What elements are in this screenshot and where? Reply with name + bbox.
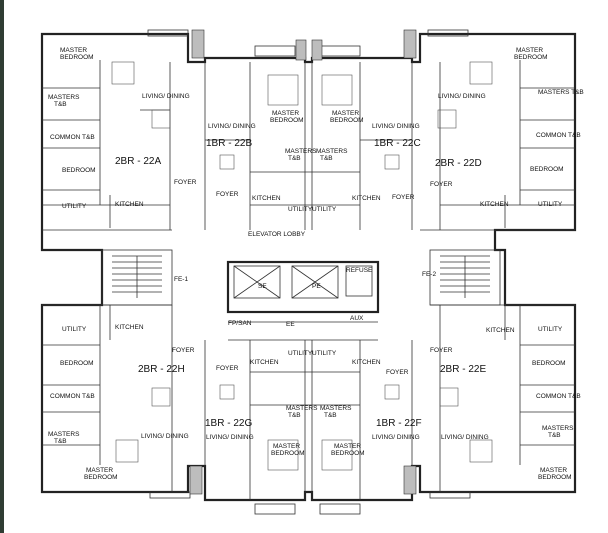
label-masters-tb-g1: MASTERS [286,405,318,412]
label-masters-tb-b1: MASTERS [285,148,317,155]
label-kitchen-e: KITCHEN [486,327,515,334]
label-foyer-h: FOYER [172,347,195,354]
label-utility-d: UTILITY [538,201,563,208]
label-bedroom-h: BEDROOM [60,360,94,367]
unit-1br-22b: 1BR - 22B [206,138,252,149]
label-master-bedroom-g2: BEDROOM [271,450,305,457]
label-common-tb-h: COMMON T&B [50,393,95,400]
unit-2br-22a: 2BR - 22A [115,156,161,167]
dining-sets [111,61,493,471]
label-utility-e: UTILITY [538,326,563,333]
label-masters-tb-d: MASTERS T&B [538,89,584,96]
label-elevator-lobby: ELEVATOR LOBBY [248,231,306,238]
label-fp-san: FP/SAN [228,320,252,327]
label-foyer-c: FOYER [392,194,415,201]
label-master-bedroom-a2: BEDROOM [60,54,94,61]
label-foyer-d: FOYER [430,181,453,188]
label-master-bedroom-b1: MASTER [272,110,299,117]
label-living-dining-d: LIVING/ DINING [438,93,486,100]
label-living-dining-c: LIVING/ DINING [372,123,420,130]
label-foyer-g: FOYER [216,365,239,372]
label-master-bedroom-g1: MASTER [273,443,300,450]
label-masters-tb-f1: MASTERS [320,405,352,412]
label-utility-b: UTILITY [288,206,313,213]
label-utility-h: UTILITY [62,326,87,333]
label-common-tb-a: COMMON T&B [50,134,95,141]
label-master-bedroom-f1: MASTER [334,443,361,450]
label-masters-tb-a2: T&B [54,101,67,108]
label-living-dining-f: LIVING/ DINING [372,434,420,441]
unit-1br-22g: 1BR - 22G [205,418,252,429]
label-living-dining-h: LIVING/ DINING [141,433,189,440]
label-master-bedroom-d2: BEDROOM [514,54,548,61]
label-utility-g: UTILITY [288,350,313,357]
label-aux: AUX [350,315,364,322]
label-bedroom-a: BEDROOM [62,167,96,174]
label-pe: PE [312,283,321,290]
label-masters-tb-c2: T&B [320,155,333,162]
unit-1br-22c: 1BR - 22C [374,138,421,149]
label-common-tb-d: COMMON T&B [536,132,581,139]
label-kitchen-h: KITCHEN [115,324,144,331]
label-foyer-f: FOYER [386,369,409,376]
label-masters-tb-b2: T&B [288,155,301,162]
label-master-bedroom-e2: BEDROOM [538,474,572,481]
label-refuse: REFUSE [346,267,373,274]
label-living-dining-e: LIVING/ DINING [441,434,489,441]
label-living-dining-g: LIVING/ DINING [206,434,254,441]
label-fe2: FE-2 [422,271,436,278]
label-foyer-b: FOYER [216,191,239,198]
central-core [101,249,501,341]
label-master-bedroom-h1: MASTER [86,467,113,474]
left-edge-strip [0,0,4,533]
label-master-bedroom-h2: BEDROOM [84,474,118,481]
unit-2br-22d: 2BR - 22D [435,158,482,169]
label-master-bedroom-d1: MASTER [516,47,543,54]
label-master-bedroom-c2: BEDROOM [330,117,364,124]
label-masters-tb-h2: T&B [54,438,67,445]
label-bedroom-d: BEDROOM [530,166,564,173]
label-masters-tb-h1: MASTERS [48,431,80,438]
label-ee: EE [286,321,295,328]
label-common-tb-e: COMMON T&B [536,393,581,400]
label-masters-tb-e1: MASTERS [542,425,574,432]
label-bedroom-e: BEDROOM [532,360,566,367]
label-master-bedroom-b2: BEDROOM [270,117,304,124]
label-utility-a: UTILITY [62,203,87,210]
label-masters-tb-e2: T&B [548,432,561,439]
label-kitchen-c: KITCHEN [352,195,381,202]
label-foyer-e: FOYER [430,347,453,354]
label-se: SE [258,283,267,290]
label-kitchen-a: KITCHEN [115,201,144,208]
label-living-dining-a: LIVING/ DINING [142,93,190,100]
label-masters-tb-a1: MASTERS [48,94,80,101]
label-fe1: FE-1 [174,276,188,283]
label-foyer-a: FOYER [174,179,197,186]
label-masters-tb-c1: MASTERS [316,148,348,155]
structural-columns [189,29,417,495]
label-master-bedroom-f2: BEDROOM [331,450,365,457]
label-utility-c: UTILITY [312,206,337,213]
label-kitchen-b: KITCHEN [252,195,281,202]
label-kitchen-g: KITCHEN [250,359,279,366]
label-masters-tb-g2: T&B [288,412,301,419]
label-master-bedroom-a1: MASTER [60,47,87,54]
label-kitchen-d: KITCHEN [480,201,509,208]
building-outline [40,32,577,502]
label-master-bedroom-e1: MASTER [540,467,567,474]
unit-2br-22h: 2BR - 22H [138,364,185,375]
label-master-bedroom-c1: MASTER [332,110,359,117]
unit-1br-22f: 1BR - 22F [376,418,422,429]
label-masters-tb-f2: T&B [324,412,337,419]
label-kitchen-f: KITCHEN [352,359,381,366]
label-living-dining-b: LIVING/ DINING [208,123,256,130]
unit-2br-22e: 2BR - 22E [440,364,486,375]
label-utility-f: UTILITY [312,350,337,357]
